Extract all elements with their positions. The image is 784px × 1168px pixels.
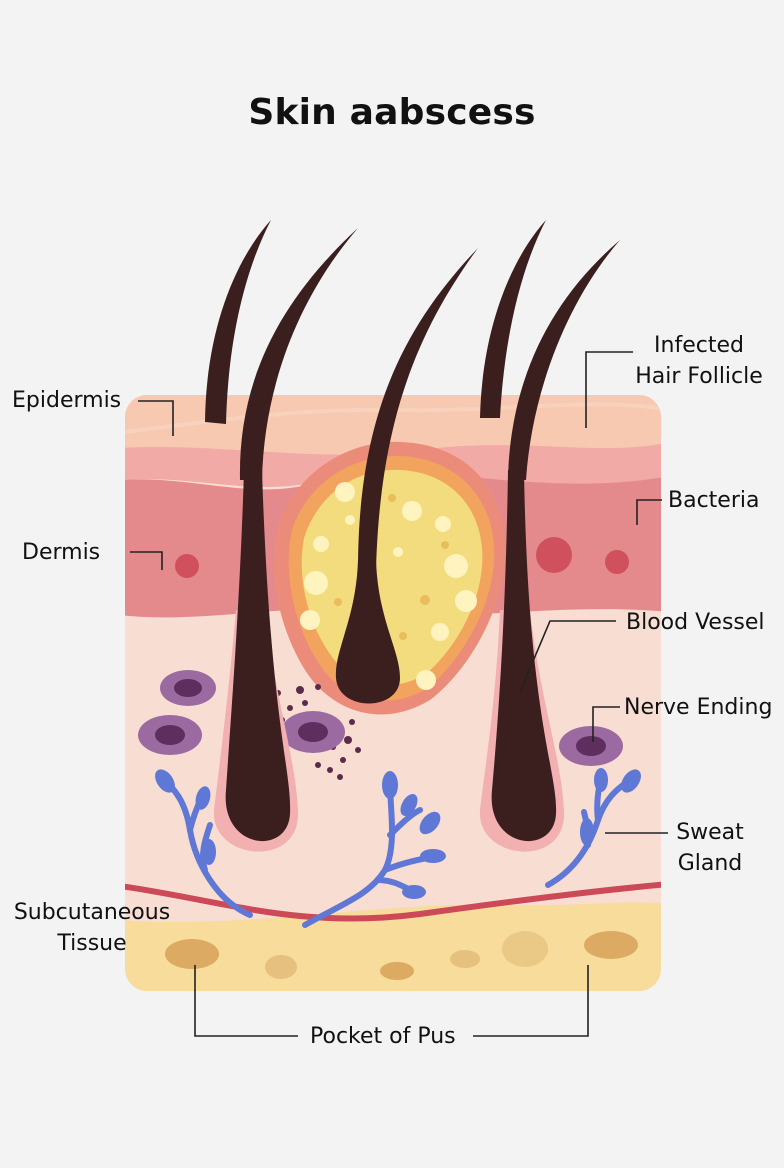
- nerve-ending-cell: [160, 670, 216, 706]
- hair-follicle-left: [213, 470, 299, 852]
- hair-shaft: [205, 220, 271, 424]
- leader-lines: [130, 351, 668, 1037]
- label-nerve-ending: Nerve Ending: [624, 695, 773, 720]
- pus-right-leader: [473, 965, 589, 1037]
- blood-vessel: [125, 881, 661, 922]
- label-infected-line2: Hair Follicle: [635, 364, 763, 389]
- hair-follicle-right: [479, 470, 565, 852]
- label-dermis: Dermis: [22, 540, 101, 565]
- infected-hair-bulb: [335, 560, 400, 704]
- sweat-gland-center-tips: [382, 771, 446, 899]
- bacteria-cluster: [605, 550, 629, 574]
- nerve-ending-leader: [592, 706, 620, 742]
- label-epidermis: Epidermis: [12, 388, 122, 413]
- label-sweat-gland: Sweat Gland: [668, 817, 752, 879]
- label-infected-hair-follicle: Infected Hair Follicle: [624, 330, 774, 392]
- nerve-ending-cell: [138, 715, 202, 755]
- epidermis-leader: [138, 400, 174, 436]
- sweat-gland-left-tips: [155, 769, 216, 865]
- bacteria-leader: [636, 499, 662, 525]
- pus-left-leader: [194, 965, 298, 1037]
- hair-shaft: [239, 228, 358, 480]
- fat-cell: [380, 962, 414, 980]
- label-blood-vessel: Blood Vessel: [626, 610, 765, 635]
- label-subcutaneous-tissue: Subcutaneous Tissue: [12, 897, 172, 959]
- nerve-ending-cell: [281, 711, 345, 753]
- bacteria-dots: [275, 684, 361, 780]
- blood-vessel-leader: [519, 620, 616, 693]
- label-pocket-of-pus: Pocket of Pus: [310, 1024, 456, 1049]
- nerve-ending-cell: [559, 726, 623, 766]
- label-sweat-line1: Sweat: [676, 820, 744, 845]
- subcutaneous-layer: [125, 902, 661, 991]
- infected-follicle-leader: [585, 351, 633, 428]
- fat-cell: [450, 950, 480, 968]
- dermis-leader: [130, 551, 163, 570]
- fat-cell: [502, 931, 548, 967]
- fat-cell: [265, 955, 297, 979]
- sweat-gland-right-tips: [580, 768, 641, 846]
- label-bacteria: Bacteria: [668, 488, 760, 513]
- fat-cell: [584, 931, 638, 959]
- bacteria-cluster: [536, 537, 572, 573]
- label-subcutaneous-line2: Tissue: [57, 931, 127, 956]
- blood-vessel-dot: [175, 554, 199, 578]
- fat-cell: [165, 939, 219, 969]
- pus-bubbles: [300, 472, 477, 690]
- hair-shaft: [480, 220, 546, 418]
- label-subcutaneous-line1: Subcutaneous: [13, 900, 171, 925]
- infected-hair-shaft: [358, 248, 478, 570]
- page-title: Skin aabscess: [248, 92, 536, 133]
- label-infected-line1: Infected: [654, 333, 744, 358]
- hair-shaft: [508, 240, 620, 480]
- label-sweat-line2: Gland: [677, 851, 743, 876]
